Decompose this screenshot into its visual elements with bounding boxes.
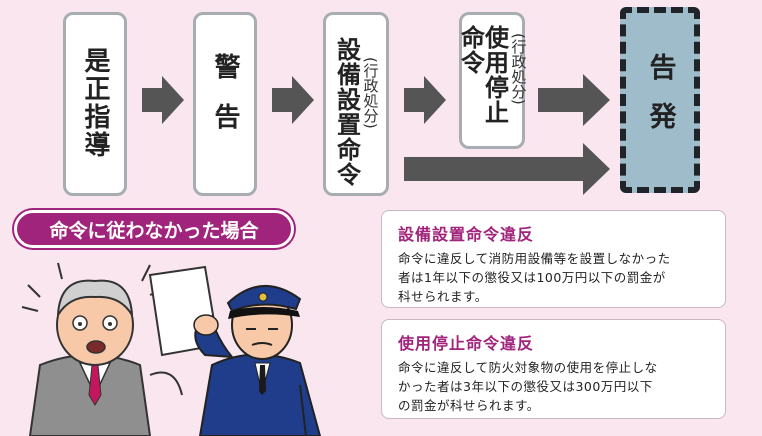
step-equipment-order-sub: (行政処分)	[361, 57, 380, 129]
officer-figure	[193, 285, 322, 436]
banner-if-disobeyed: 命令に従わなかった場合	[14, 210, 294, 248]
violation-equipment-line: 者は1年以下の懲役又は100万円以下の罰金が	[398, 270, 666, 285]
arrow-3	[404, 76, 446, 124]
violation-equipment-title: 設備設置命令違反	[398, 225, 535, 244]
violation-box-equipment: 設備設置命令違反 命令に違反して消防用設備等を設置しなかった 者は1年以下の懲役…	[381, 210, 726, 308]
violation-equipment-text: 命令に違反して消防用設備等を設置しなかった 者は1年以下の懲役又は100万円以下…	[398, 249, 711, 306]
step-use-stop-order: 使用停止命令 (行政処分)	[456, 12, 528, 149]
violation-use-stop-text: 命令に違反して防火対象物の使用を停止しな かった者は3年以下の懲役又は300万円…	[398, 358, 711, 415]
violation-use-stop-line: の罰金が科せられます。	[398, 398, 540, 413]
violation-box-use-stop: 使用停止命令違反 命令に違反して防火対象物の使用を停止しな かった者は3年以下の…	[381, 319, 726, 419]
step-correction-guidance: 是正指導	[63, 12, 127, 196]
step-warning-label: 警告	[210, 53, 240, 153]
step-prosecution: 告発	[620, 7, 700, 193]
step-correction-guidance-label: 是正指導	[80, 47, 110, 159]
flow-arrows	[142, 74, 610, 195]
arrow-4	[538, 74, 610, 126]
step-warning: 警告	[193, 12, 257, 196]
arrow-1	[142, 76, 184, 124]
violation-equipment-line: 科せられます。	[398, 289, 488, 304]
step-prosecution-label: 告発	[644, 53, 676, 151]
step-equipment-order: 設備設置命令 (行政処分)	[323, 12, 389, 196]
arrow-2	[272, 76, 314, 124]
arrow-5	[404, 143, 610, 195]
step-equipment-order-title: 設備設置命令	[332, 37, 361, 187]
step-use-stop-order-title: 使用停止命令	[456, 25, 509, 125]
violation-use-stop-line: かった者は3年以下の懲役又は300万円以下	[398, 379, 653, 394]
illustration-officer-and-man	[21, 262, 322, 436]
step-use-stop-order-sub: (行政処分)	[509, 33, 528, 105]
violation-use-stop-title: 使用停止命令違反	[398, 334, 535, 353]
violation-equipment-line: 命令に違反して消防用設備等を設置しなかった	[398, 251, 671, 266]
violation-use-stop-line: 命令に違反して防火対象物の使用を停止しな	[398, 360, 658, 375]
man-figure	[28, 279, 183, 436]
